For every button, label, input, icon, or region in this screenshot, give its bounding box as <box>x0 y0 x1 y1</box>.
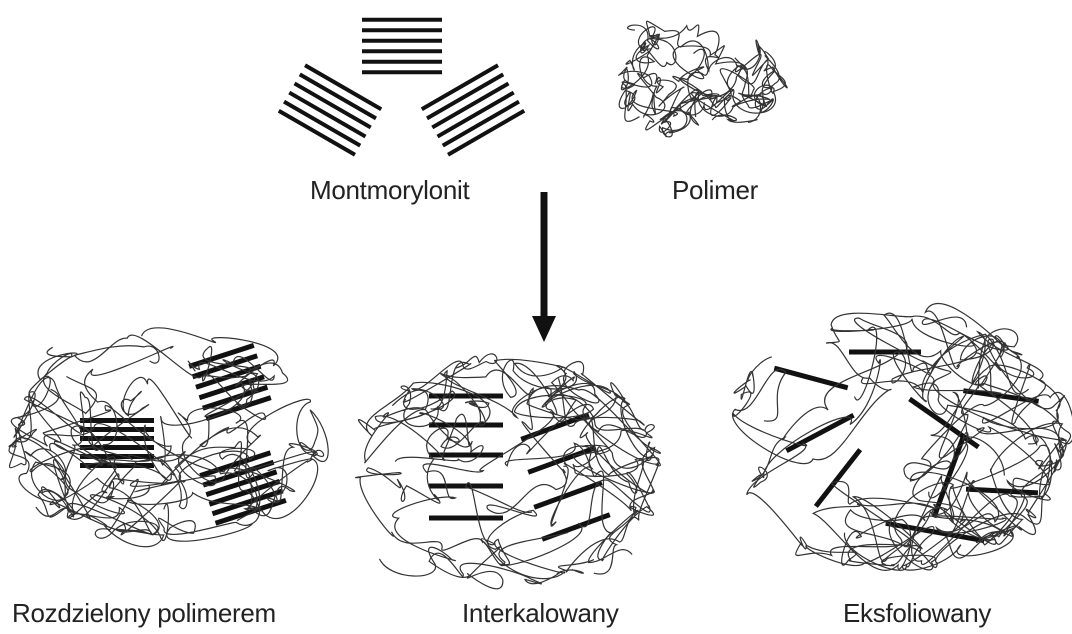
polymer-label: Polimer <box>672 175 758 206</box>
process-arrow <box>532 192 556 342</box>
clay-sheet <box>427 74 503 118</box>
clay-sheet <box>300 74 376 118</box>
polymer-chain <box>831 318 1052 498</box>
polymer-chain <box>412 354 610 419</box>
intercalated-stacks <box>429 396 610 539</box>
clay-sheet <box>438 93 514 137</box>
polymer-chain <box>628 21 755 136</box>
montmorillonite-stacks <box>279 20 524 155</box>
montmorillonite-label: Montmorylonit <box>310 175 469 206</box>
polymer-chain <box>505 386 660 574</box>
exfoliated-label: Eksfoliowany <box>843 598 991 629</box>
clay-sheet <box>448 111 524 155</box>
clay-sheet <box>443 102 519 146</box>
intercalated-label: Interkalowany <box>462 598 619 629</box>
clay-sheet <box>284 102 360 146</box>
clay-sheet <box>279 111 355 155</box>
clay-sheet <box>189 345 254 366</box>
clay-sheet <box>816 450 860 507</box>
clay-sheet <box>528 448 596 473</box>
polymer-chain <box>752 336 1067 544</box>
clay-sheet <box>786 415 853 451</box>
clay-platelets <box>80 20 1039 541</box>
clay-sheet <box>432 83 508 127</box>
phase-separated-label: Rozdzielony polimerem <box>12 598 276 629</box>
polymer-chain <box>356 382 569 565</box>
clay-sheet <box>295 83 371 127</box>
clay-sheet <box>289 93 365 137</box>
